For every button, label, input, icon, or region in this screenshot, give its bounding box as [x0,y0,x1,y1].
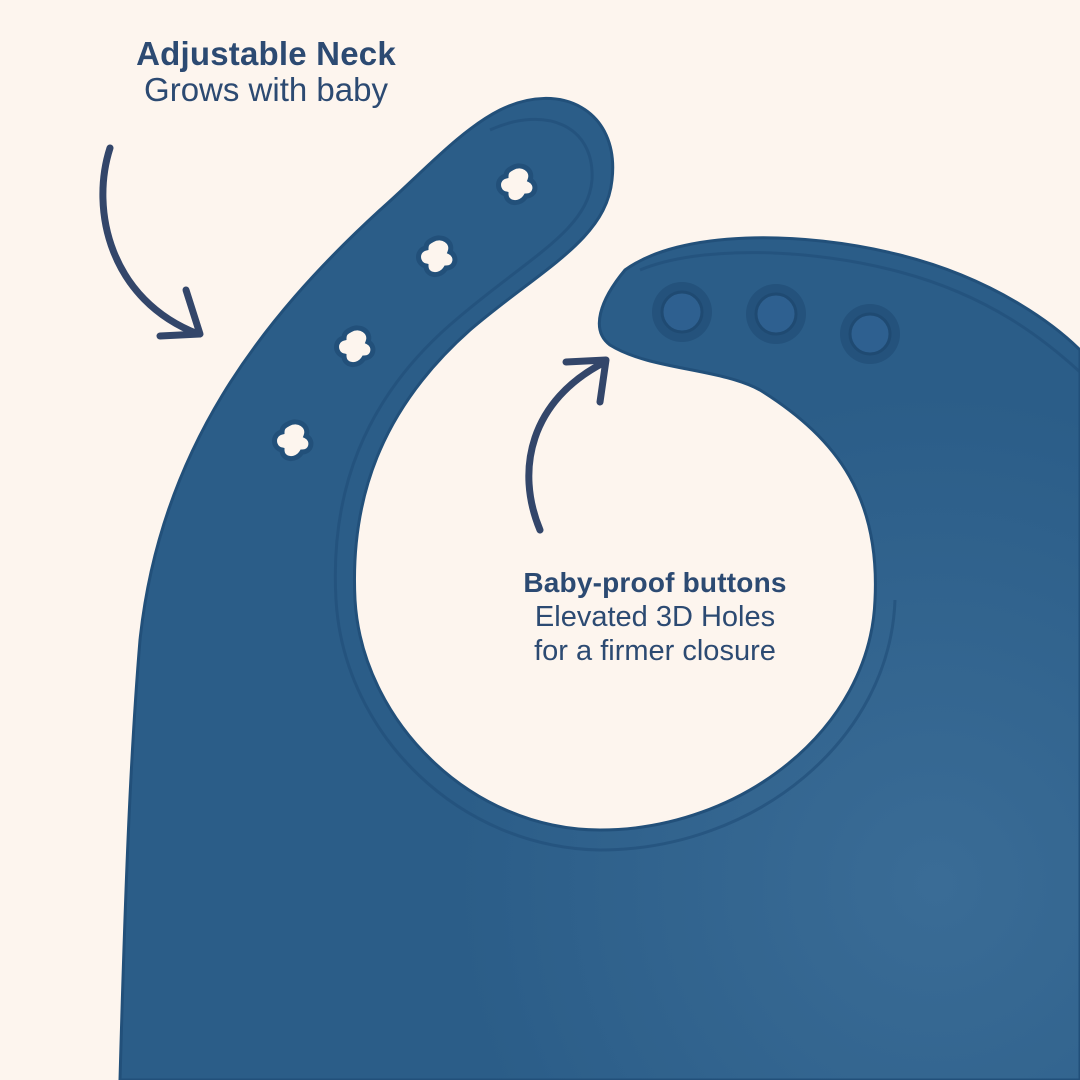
callout-baby-proof-buttons: Baby-proof buttons Elevated 3D Holes for… [470,566,840,668]
strap-hole [272,419,314,461]
callout-line-1: Elevated 3D Holes [534,601,776,633]
bib-button-tab-rim [639,251,1080,374]
callout-title: Baby-proof buttons [523,567,787,598]
bib-buttons [652,282,900,364]
curved-arrow-icon [525,356,610,534]
callout-adjustable-neck: Adjustable Neck Grows with baby [96,36,436,108]
bib-button [746,284,806,344]
strap-holes [272,163,538,461]
strap-hole [334,325,376,367]
callout-subtitle: Grows with baby [144,71,388,108]
curved-arrow-icon [99,144,204,340]
bib-inner-rim [333,117,897,852]
callout-title: Adjustable Neck [136,35,396,72]
strap-hole [416,235,458,277]
callout-line-2: for a firmer closure [534,635,776,667]
bib-button [652,282,712,342]
strap-hole [496,163,538,205]
bib-button [840,304,900,364]
